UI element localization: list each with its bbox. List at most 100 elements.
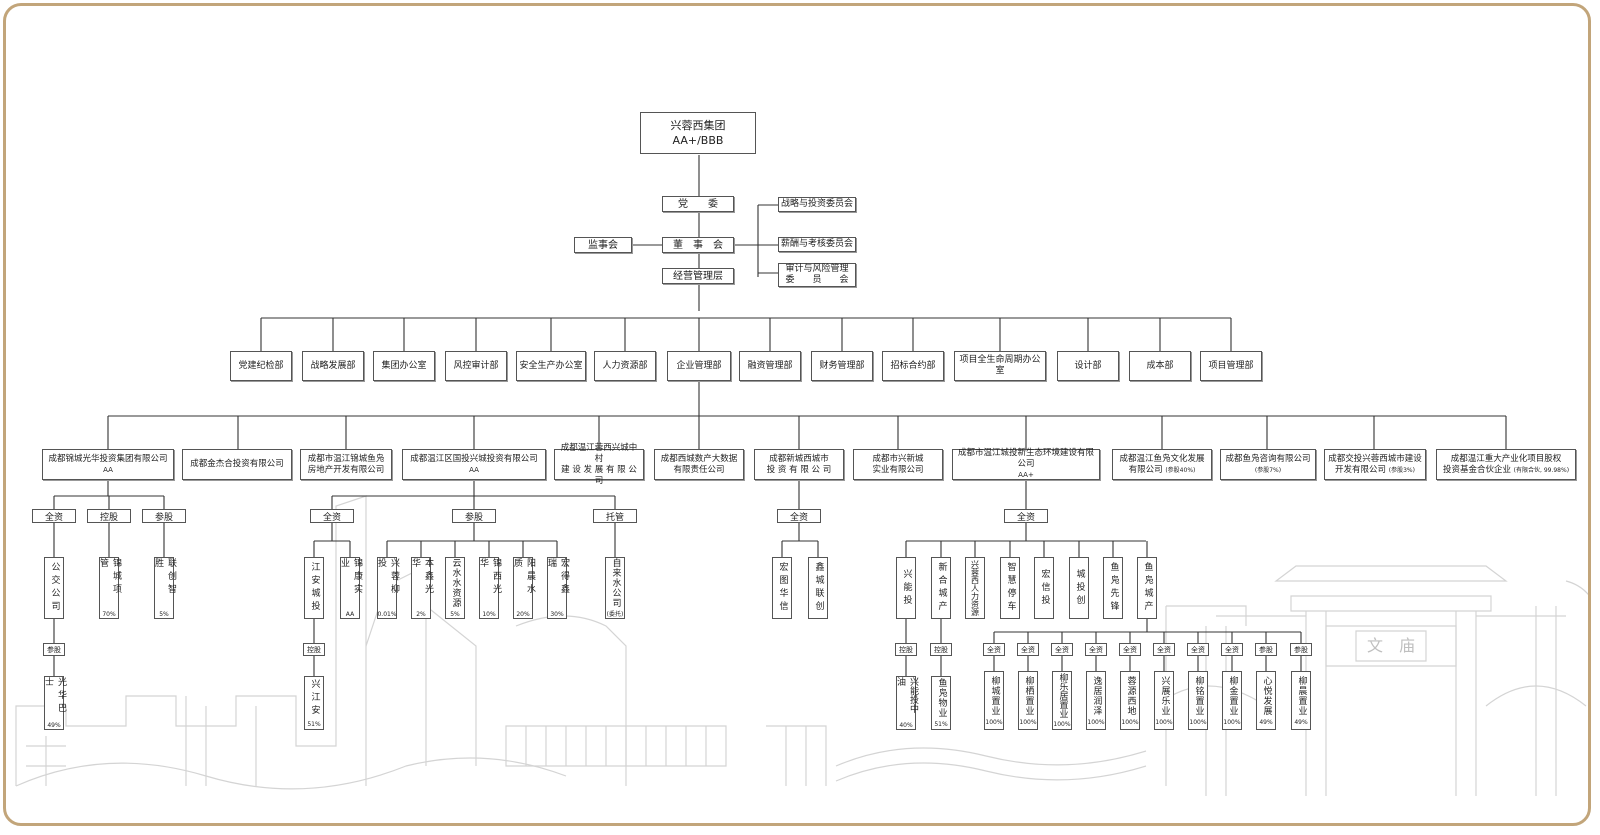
- subsidiary-name-line2: 开发有限公司: [1335, 464, 1387, 475]
- department-box: 项目全生命周期办公室: [954, 351, 1046, 381]
- subsidiary-name-line1: 成都温江鱼凫文化发展: [1119, 453, 1205, 464]
- company-percent: 5%: [450, 611, 460, 618]
- company-name: 鱼凫城产: [1142, 562, 1153, 614]
- ownership-tag: 控股: [930, 643, 952, 656]
- company-name: 柳晨置业: [1296, 675, 1307, 716]
- company-name: 阳晨水质: [512, 558, 535, 597]
- connector-lines: [53, 155, 1507, 676]
- company-name: 宏得鑫瑞: [546, 558, 569, 597]
- department-box: 企业管理部: [667, 351, 731, 381]
- company-node: 鑫城联创: [808, 557, 828, 619]
- party-committee-label: 党 委: [678, 198, 718, 210]
- department-box: 招标合约部: [882, 351, 944, 381]
- company-name: 锦西光华: [478, 558, 501, 597]
- department-box: 战略发展部: [302, 351, 364, 381]
- ownership-tag: 参股: [1255, 643, 1277, 656]
- department-label: 项目全生命周期办公室: [959, 355, 1041, 376]
- board-label: 董 事 会: [673, 239, 723, 251]
- supervisory-box: 监事会: [574, 237, 632, 253]
- company-node: 新合城产: [931, 557, 951, 619]
- tag-label: 全资: [789, 512, 808, 523]
- department-label: 安全生产办公室: [519, 360, 583, 371]
- department-box: 党建纪检部: [230, 351, 292, 381]
- ownership-tag: 全资: [1153, 643, 1175, 656]
- subsidiary-box: 成都市温江城投新生态环境建设有限公司 AA+: [952, 448, 1100, 480]
- tag-label: 参股: [464, 512, 483, 523]
- tag-label: 全资: [1225, 645, 1239, 654]
- subsidiary-name-line2: 投资基金合伙企业: [1442, 464, 1511, 475]
- company-percent: 40%: [899, 722, 913, 729]
- company-name: 联创智胜: [153, 558, 176, 597]
- tag-label: 全资: [1123, 645, 1137, 654]
- company-name: 锦城项管: [98, 558, 121, 597]
- company-node: 兴能投: [896, 557, 916, 619]
- subsidiary-name-line1: 成都西城数产大数据: [660, 453, 738, 464]
- company-name: 兴蓉西人力资源: [970, 560, 980, 616]
- department-label: 财务管理部: [819, 360, 865, 371]
- subsidiary-name-line1: 成都温江重大产业化项目股权: [1450, 453, 1562, 464]
- ownership-tag: 全资: [983, 643, 1005, 656]
- company-percent: 0.01%: [377, 611, 397, 618]
- company-node: 兴蓉西人力资源: [965, 557, 985, 619]
- frame-border: 文 庙: [3, 3, 1591, 826]
- department-box: 财务管理部: [811, 351, 873, 381]
- company-percent: 49%: [1259, 718, 1273, 726]
- subsidiary-box: 成都市兴新城 实业有限公司: [853, 449, 943, 480]
- supervisory-label: 监事会: [588, 239, 618, 251]
- subsidiary-rating: AA+: [1018, 471, 1034, 479]
- audit-committee-line2: 委 员 会: [785, 275, 849, 285]
- company-name: 云水水资源: [450, 558, 461, 608]
- subsidiary-name-line1: 成都市温江锦城鱼凫: [307, 453, 385, 464]
- tag-label: 全资: [1191, 645, 1205, 654]
- department-box: 设计部: [1057, 351, 1119, 381]
- subsidiary-name-line1: 成都温江蓉西兴城中村: [560, 442, 638, 464]
- subsidiary-box: 成都新城西城市 投 资 有 限 公 司: [754, 449, 844, 480]
- subsidiary-name: 成都市温江城投新生态环境建设有限公司: [957, 448, 1094, 469]
- department-label: 设计部: [1074, 360, 1102, 371]
- subsidiary-name: 成都鱼凫咨询有限公司: [1225, 453, 1311, 464]
- company-node: 宏信投: [1034, 557, 1054, 619]
- ownership-tag: 参股: [452, 509, 496, 523]
- ownership-tag: 全资: [1119, 643, 1141, 656]
- ownership-tag: 全资: [32, 509, 76, 523]
- subsidiary-box: 成都金杰合投资有限公司: [182, 449, 292, 480]
- department-box: 人力资源部: [594, 351, 656, 381]
- company-percent: 30%: [550, 611, 564, 618]
- company-name: 柳金置业: [1227, 675, 1238, 716]
- subsidiary-box: 成都交投兴蓉西城市建设 开发有限公司 (参股3%): [1324, 449, 1426, 480]
- company-name: 兴能投中油: [895, 677, 918, 713]
- ownership-tag: 参股: [43, 643, 65, 656]
- ownership-tag: 参股: [1290, 643, 1312, 656]
- company-percent: 49%: [47, 722, 61, 729]
- company-name: 鑫城联创: [813, 562, 824, 614]
- ownership-tag: 控股: [87, 509, 131, 523]
- company-name: 江安城投: [309, 562, 320, 614]
- subsidiary-box: 成都温江区国投兴城投资有限公司 AA: [402, 449, 546, 480]
- ownership-tag: 全资: [777, 509, 821, 523]
- gate-sign: 文 庙: [1367, 636, 1415, 655]
- company-name: 本鑫光华: [410, 558, 433, 597]
- department-box: 风控审计部: [445, 351, 507, 381]
- subsidiary-name: 成都温江区国投兴城投资有限公司: [410, 453, 538, 464]
- company-node: 公交公司: [44, 557, 64, 619]
- company-name: 鱼凫物业: [936, 678, 947, 718]
- audit-committee-line1: 审计与风险管理: [785, 264, 849, 274]
- department-label: 招标合约部: [890, 360, 936, 371]
- company-percent: 100%: [1087, 718, 1105, 726]
- ownership-tag: 全资: [1085, 643, 1107, 656]
- company-node: 自来水公司(委托): [605, 557, 625, 619]
- company-name: 锦康实业: [339, 558, 362, 597]
- department-label: 成本部: [1146, 360, 1174, 371]
- department-box: 安全生产办公室: [516, 351, 586, 381]
